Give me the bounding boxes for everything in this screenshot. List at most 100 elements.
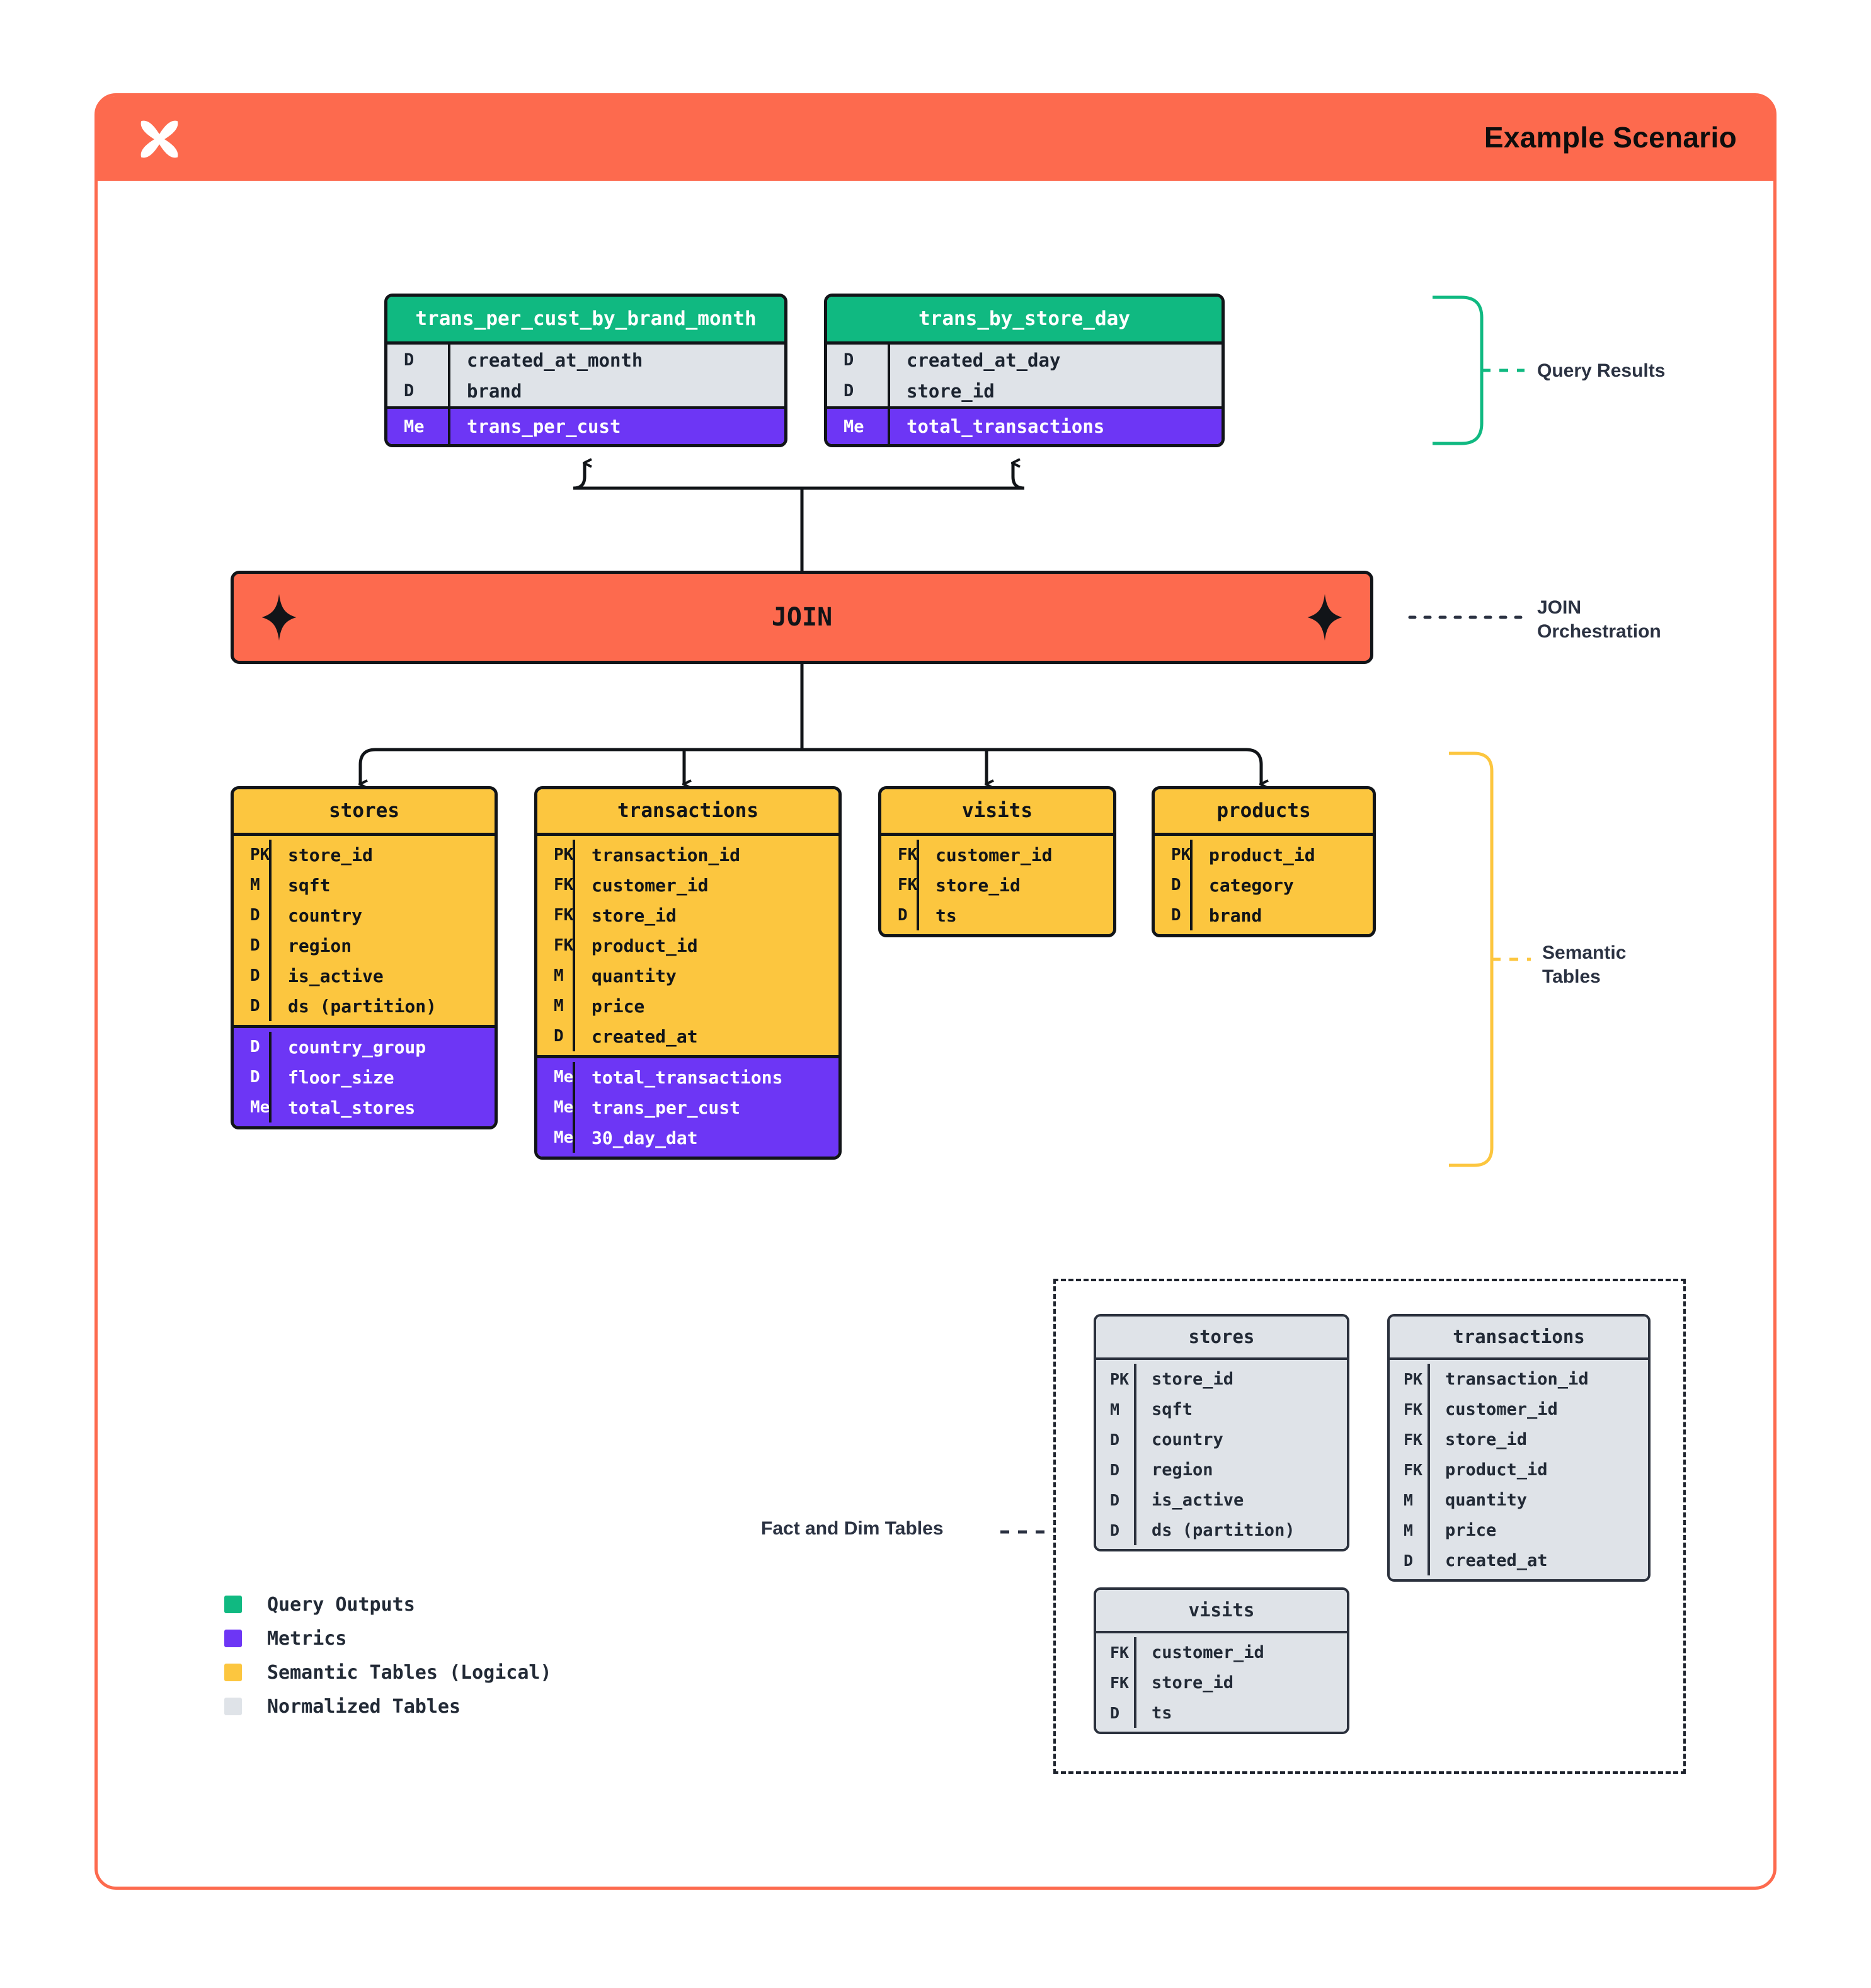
row-key: PK bbox=[554, 845, 574, 864]
row-column: created_at_month bbox=[448, 345, 784, 375]
table-row: D created_at_day bbox=[827, 345, 1222, 375]
row-key: D bbox=[250, 997, 260, 1015]
row-key: PK bbox=[1110, 1369, 1130, 1388]
legend-item: Query Outputs bbox=[224, 1587, 552, 1621]
row-column: store_id bbox=[1134, 1667, 1347, 1698]
row-key: D bbox=[844, 381, 854, 401]
row-column: price bbox=[573, 991, 838, 1021]
dimension-rows: D created_at_month D brand bbox=[387, 341, 784, 406]
metric-rows: Me trans_per_cust bbox=[387, 406, 784, 444]
row-key: D bbox=[554, 1027, 564, 1046]
row-column: total_stores bbox=[269, 1092, 495, 1123]
legend: Query Outputs Metrics Semantic Tables (L… bbox=[224, 1587, 552, 1723]
table-title: trans_by_store_day bbox=[827, 297, 1222, 341]
row-column: created_at bbox=[573, 1021, 838, 1051]
row-column: ts bbox=[1134, 1698, 1347, 1728]
row-column: product_id bbox=[573, 930, 838, 961]
row-key: D bbox=[250, 906, 260, 925]
row-key: D bbox=[1110, 1460, 1120, 1479]
annotation-query-results: Query Results bbox=[1537, 360, 1666, 381]
legend-label: Query Outputs bbox=[267, 1593, 415, 1616]
butterfly-x-logo-icon bbox=[140, 120, 178, 158]
legend-swatch-metrics bbox=[224, 1630, 242, 1647]
annotation-line-2: Tables bbox=[1542, 966, 1601, 988]
row-key: M bbox=[554, 997, 564, 1015]
row-key: D bbox=[250, 936, 260, 955]
row-column: quantity bbox=[573, 961, 838, 991]
row-key: PK bbox=[250, 845, 270, 864]
table-title: transactions bbox=[537, 789, 838, 833]
row-key: FK bbox=[1110, 1643, 1130, 1662]
legend-item: Normalized Tables bbox=[224, 1689, 552, 1723]
row-key: D bbox=[1110, 1521, 1120, 1540]
sparkle-icon bbox=[261, 594, 297, 641]
legend-label: Metrics bbox=[267, 1627, 347, 1650]
join-label: JOIN bbox=[771, 603, 833, 632]
join-orchestration-bar[interactable]: JOIN bbox=[231, 571, 1373, 664]
row-key: Me bbox=[554, 1098, 574, 1117]
row-column: product_id bbox=[1190, 840, 1373, 870]
annotation-join-orchestration: JOIN Orchestration bbox=[1537, 596, 1661, 644]
row-key: Me bbox=[554, 1128, 574, 1147]
row-key: FK bbox=[1404, 1460, 1423, 1479]
table-title: trans_per_cust_by_brand_month bbox=[387, 297, 784, 341]
row-key: FK bbox=[898, 845, 918, 864]
card-header: Example Scenario bbox=[98, 96, 1773, 181]
annotation-line-2: Orchestration bbox=[1537, 621, 1661, 643]
row-column: store_id bbox=[1428, 1424, 1648, 1454]
row-key: PK bbox=[1171, 845, 1191, 864]
row-key: D bbox=[250, 1068, 260, 1087]
row-column: customer_id bbox=[917, 840, 1113, 870]
table-title: stores bbox=[1096, 1317, 1347, 1357]
row-column: transaction_id bbox=[1428, 1364, 1648, 1394]
row-key: FK bbox=[554, 936, 574, 955]
row-column: 30_day_dat bbox=[573, 1123, 838, 1153]
row-key: FK bbox=[1110, 1673, 1130, 1692]
row-key: FK bbox=[1404, 1430, 1423, 1449]
row-column: brand bbox=[448, 375, 784, 406]
query-result-table[interactable]: trans_per_cust_by_brand_month D created_… bbox=[384, 294, 787, 447]
query-result-table[interactable]: trans_by_store_day D created_at_day D st… bbox=[824, 294, 1225, 447]
row-column: price bbox=[1428, 1515, 1648, 1545]
row-key: FK bbox=[898, 876, 918, 894]
row-column: created_at_day bbox=[888, 345, 1222, 375]
table-title: visits bbox=[1096, 1590, 1347, 1631]
row-column: region bbox=[269, 930, 495, 961]
row-column: sqft bbox=[1134, 1394, 1347, 1424]
table-title: visits bbox=[881, 789, 1113, 833]
row-column: country bbox=[269, 900, 495, 930]
row-key: D bbox=[1110, 1430, 1120, 1449]
